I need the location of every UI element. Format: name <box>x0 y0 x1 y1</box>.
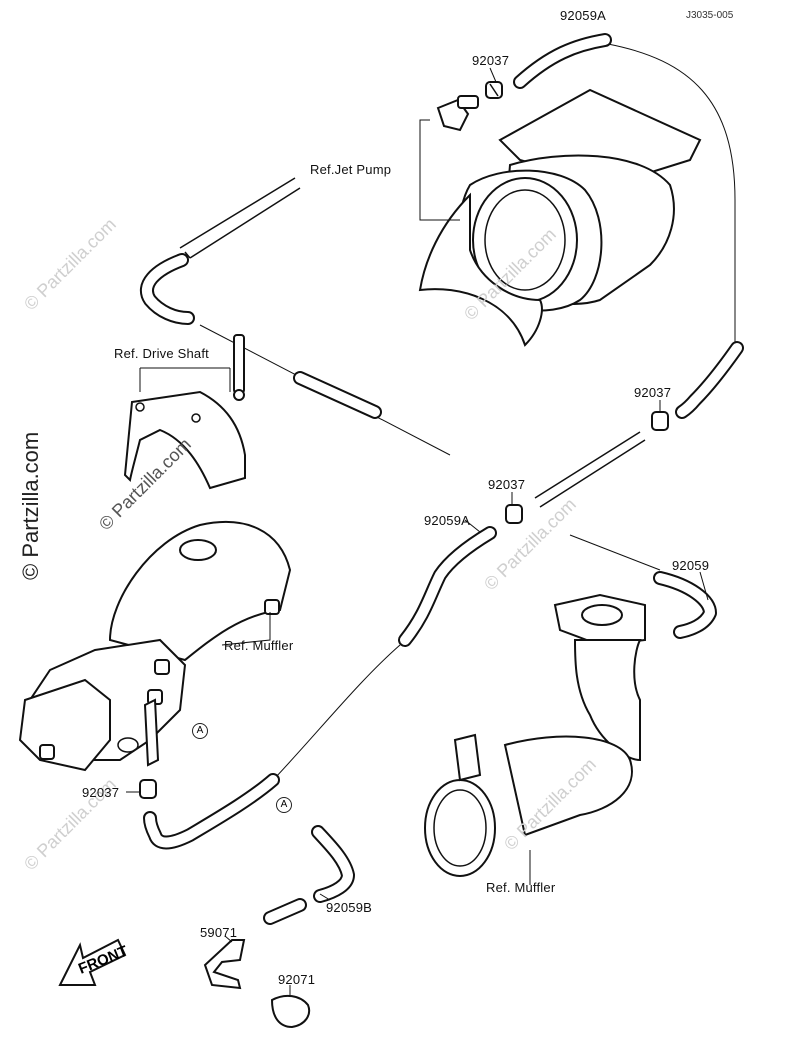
label-ref-muffler-right: Ref. Muffler <box>486 880 556 895</box>
leader-92059-right <box>699 571 709 601</box>
fitting-59071 <box>203 939 246 990</box>
label-92059-right: 92059 <box>672 558 710 573</box>
fitting-jet-pump <box>436 95 479 132</box>
front-arrow <box>58 938 127 986</box>
ref-line-a <box>274 644 401 779</box>
hose-mid-drive <box>293 371 382 419</box>
label-92059A-top: 92059A <box>560 8 607 23</box>
hose-right-upper <box>675 341 744 419</box>
hose-92059A-top <box>513 33 612 89</box>
watermark-vertical: © Partzilla.com <box>18 431 43 580</box>
hose-92059B <box>311 825 355 903</box>
clamp-92037-right <box>651 411 669 431</box>
jet-pump <box>418 88 702 347</box>
label-59071: 59071 <box>200 925 238 940</box>
label-92037-right: 92037 <box>634 385 672 400</box>
hose-92059A-mid <box>398 526 497 647</box>
hose-92059-right <box>653 571 717 639</box>
clamp-92037-top <box>485 81 503 99</box>
label-92059A-mid: 92059A <box>424 513 471 528</box>
leader-59071 <box>224 935 233 943</box>
tube-lower-center <box>263 898 307 925</box>
muffler-right <box>424 593 646 885</box>
label-ref-drive-shaft: Ref. Drive Shaft <box>114 346 209 361</box>
label-92037-left: 92037 <box>82 785 120 800</box>
hose-upper-left <box>139 253 195 325</box>
drive-shaft-tube <box>179 177 301 259</box>
label-92071: 92071 <box>278 972 316 987</box>
diagram-code: J3035-005 <box>686 10 734 21</box>
label-92037-top: 92037 <box>472 53 510 68</box>
cap-92071 <box>270 994 311 1029</box>
label-92059B: 92059B <box>326 900 373 915</box>
muffler-left <box>18 521 292 772</box>
callout-a-2: A <box>276 797 292 813</box>
label-ref-muffler-left: Ref. Muffler <box>224 638 294 653</box>
hose-lower-left <box>143 773 280 850</box>
clamp-92037-left <box>139 779 157 799</box>
leader-92059A-mid <box>464 519 481 533</box>
tube-right-middle <box>534 431 646 508</box>
ref-line-right-hose <box>569 534 661 571</box>
fitting-drive-shaft <box>233 334 245 401</box>
clamp-92037-mid <box>505 504 523 524</box>
leader-92037-top <box>489 67 497 83</box>
label-ref-jet-pump: Ref.Jet Pump <box>310 162 392 177</box>
ref-line-top-right <box>607 43 736 345</box>
callout-a-1: A <box>192 723 208 739</box>
leader-92059B <box>319 893 331 901</box>
label-92037-mid: 92037 <box>488 477 526 492</box>
drive-shaft-housing <box>123 367 246 490</box>
